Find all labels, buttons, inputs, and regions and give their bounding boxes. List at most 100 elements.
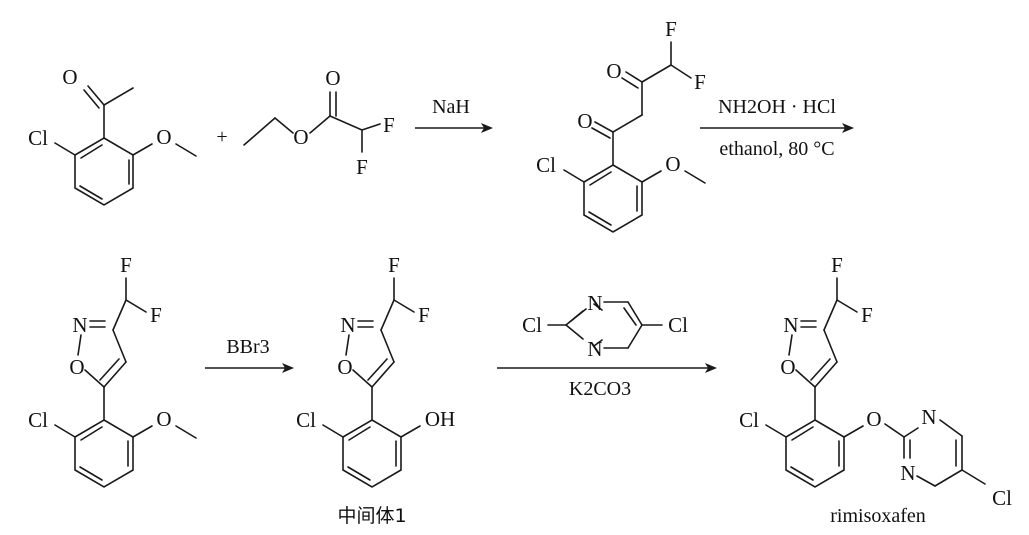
bond (823, 299, 838, 331)
atom-o: O (606, 59, 621, 83)
atom-o: O (62, 65, 77, 89)
bond (591, 127, 611, 139)
bond (309, 115, 331, 134)
bond (54, 424, 76, 438)
atom-cl: Cl (536, 153, 556, 177)
bond (593, 339, 603, 347)
reaction-arrow-4: K2CO3 (497, 363, 717, 400)
bond (684, 170, 706, 184)
bond (175, 425, 197, 439)
bond (765, 424, 787, 438)
reagent-solvent-temp: ethanol, 80 °C (719, 138, 834, 160)
bond (823, 329, 838, 363)
bond (565, 324, 584, 340)
bond (939, 419, 963, 437)
bond (623, 307, 637, 326)
bond (884, 423, 905, 438)
reagent-bbr3: BBr3 (226, 336, 269, 358)
bond (112, 329, 127, 363)
atom-o: O (293, 125, 308, 149)
bond (99, 358, 120, 381)
bond (132, 143, 153, 156)
atom-f: F (861, 303, 873, 327)
bond (125, 299, 147, 313)
atom-o: O (665, 152, 680, 176)
compound-ethyl-difluoroacetate: O O F F (243, 66, 395, 179)
atom-cl: Cl (522, 313, 542, 337)
bond (77, 334, 82, 356)
bond (836, 299, 858, 313)
bond (670, 64, 692, 79)
bond (903, 427, 919, 438)
bond (380, 329, 395, 363)
bond (788, 334, 793, 356)
atom-cl: Cl (296, 408, 316, 432)
atom-o: O (156, 407, 171, 431)
bond (361, 123, 381, 131)
reagent-dichloropyrimidine: N N Cl Cl (522, 291, 688, 361)
atom-n: N (783, 313, 798, 337)
bond (625, 71, 643, 83)
bond (563, 169, 585, 183)
bond (641, 170, 662, 183)
compound-rimisoxafen: N O F F Cl O N N Cl rimisoxafen (739, 253, 1012, 527)
bond (329, 115, 363, 131)
atom-cl: Cl (739, 408, 759, 432)
reagent-k2co3: K2CO3 (569, 378, 631, 400)
bond (593, 303, 603, 311)
bond (570, 308, 587, 322)
atom-n: N (587, 291, 602, 315)
atom-o: O (866, 407, 881, 431)
bond (594, 121, 614, 133)
atom-cl: Cl (668, 313, 688, 337)
bond (274, 117, 294, 134)
bond (175, 143, 197, 157)
bond (961, 469, 986, 485)
bond (810, 358, 831, 381)
bond (393, 299, 415, 313)
atom-f: F (694, 70, 706, 94)
compound-intermediate-phenol: N O F F Cl OH 中间体1 (296, 253, 455, 527)
atom-o: O (337, 355, 352, 379)
atom-o: O (325, 66, 340, 90)
bond (352, 369, 373, 388)
bond (345, 334, 350, 356)
bond (87, 85, 105, 106)
reaction-arrow-3: BBr3 (205, 336, 294, 373)
atom-n: N (900, 461, 915, 485)
bond (83, 89, 100, 109)
benzene-ring (74, 137, 134, 206)
compound-diketone: O O F F Cl O (536, 17, 706, 233)
intermediate-label: 中间体1 (337, 505, 406, 527)
bond (132, 425, 153, 438)
bond (380, 299, 395, 331)
reagent-hydroxylamine: NH2OH · HCl (718, 96, 836, 118)
bond (103, 361, 127, 388)
bond (612, 114, 643, 133)
atom-n: N (921, 405, 936, 429)
atom-n: N (340, 313, 355, 337)
atom-n: N (72, 313, 87, 337)
atom-f: F (831, 253, 843, 277)
reaction-arrow-1: NaH (415, 96, 493, 133)
bond (627, 301, 643, 326)
bond (814, 361, 838, 388)
atom-o: O (69, 355, 84, 379)
product-label: rimisoxafen (830, 505, 926, 527)
bond (371, 361, 395, 388)
atom-f: F (356, 155, 368, 179)
bond (54, 142, 76, 156)
atom-f: F (665, 17, 677, 41)
atom-o: O (780, 355, 795, 379)
reaction-arrow-2: NH2OH · HCl ethanol, 80 °C (700, 96, 854, 160)
atom-cl: Cl (992, 486, 1012, 510)
bond (400, 425, 421, 438)
atom-f: F (418, 303, 430, 327)
atom-o: O (156, 125, 171, 149)
bond (916, 475, 936, 487)
atom-cl: Cl (28, 126, 48, 150)
compound-isoxazole-ether: N O F F Cl O (28, 253, 197, 488)
atom-o: O (577, 109, 592, 133)
bond (627, 324, 643, 349)
